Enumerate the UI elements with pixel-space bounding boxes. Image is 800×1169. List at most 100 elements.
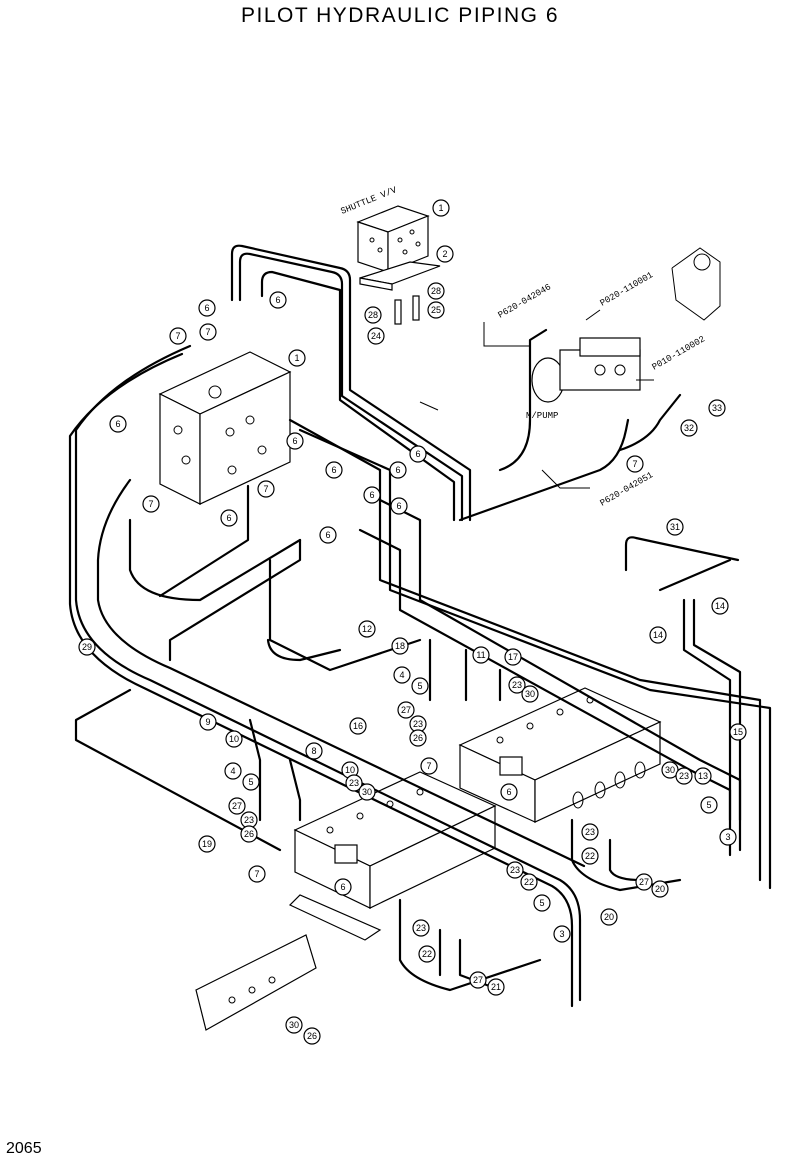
svg-text:7: 7 — [632, 459, 637, 469]
callout-7: 7 — [420, 757, 438, 775]
callout-6: 6 — [319, 526, 337, 544]
callout-33: 33 — [708, 399, 726, 417]
svg-text:10: 10 — [229, 734, 239, 744]
svg-text:6: 6 — [506, 787, 511, 797]
callout-18: 18 — [391, 637, 409, 655]
callout-23: 23 — [508, 676, 526, 694]
callout-26: 26 — [409, 729, 427, 747]
callout-29: 29 — [78, 638, 96, 656]
svg-text:23: 23 — [585, 827, 595, 837]
pilot-block — [158, 351, 292, 505]
svg-text:29: 29 — [82, 642, 92, 652]
svg-text:33: 33 — [712, 403, 722, 413]
callout-6: 6 — [409, 445, 427, 463]
svg-text:6: 6 — [204, 303, 209, 313]
callout-6: 6 — [109, 415, 127, 433]
svg-text:21: 21 — [491, 982, 501, 992]
page-title: PILOT HYDRAULIC PIPING 6 — [240, 4, 560, 27]
svg-text:6: 6 — [115, 419, 120, 429]
svg-text:31: 31 — [670, 522, 680, 532]
svg-text:17: 17 — [508, 652, 518, 662]
callout-4: 4 — [393, 666, 411, 684]
svg-text:6: 6 — [369, 490, 374, 500]
svg-text:18: 18 — [395, 641, 405, 651]
svg-text:26: 26 — [307, 1031, 317, 1041]
callout-12: 12 — [358, 620, 376, 638]
callout-7: 7 — [248, 865, 266, 883]
svg-text:3: 3 — [559, 929, 564, 939]
svg-text:11: 11 — [476, 650, 485, 660]
callout-28: 28 — [364, 306, 382, 324]
callout-5: 5 — [411, 677, 429, 695]
callout-6: 6 — [198, 299, 216, 317]
svg-text:23: 23 — [416, 923, 426, 933]
svg-text:6: 6 — [331, 465, 336, 475]
svg-text:22: 22 — [524, 877, 534, 887]
part-number-p620-042046: P620-042046 — [497, 282, 553, 320]
callout-2: 2 — [436, 245, 454, 263]
svg-text:2: 2 — [442, 249, 447, 259]
svg-text:23: 23 — [512, 680, 522, 690]
svg-text:7: 7 — [175, 331, 180, 341]
callout-30: 30 — [285, 1016, 303, 1034]
svg-text:30: 30 — [362, 787, 372, 797]
svg-text:15: 15 — [733, 727, 743, 737]
svg-text:9: 9 — [205, 717, 210, 727]
callout-6: 6 — [500, 783, 518, 801]
svg-text:19: 19 — [202, 839, 212, 849]
shuttle-bracket — [359, 261, 441, 291]
svg-text:7: 7 — [263, 484, 268, 494]
svg-text:7: 7 — [254, 869, 259, 879]
leader-lines — [419, 309, 654, 489]
svg-text:6: 6 — [325, 530, 330, 540]
svg-text:7: 7 — [205, 327, 210, 337]
svg-text:24: 24 — [371, 331, 381, 341]
callout-9: 9 — [199, 713, 217, 731]
svg-text:27: 27 — [473, 975, 483, 985]
shuttle-valve — [356, 205, 430, 273]
callout-6: 6 — [334, 878, 352, 896]
callout-32: 32 — [680, 419, 698, 437]
svg-text:23: 23 — [679, 771, 689, 781]
svg-text:16: 16 — [353, 721, 363, 731]
svg-text:23: 23 — [510, 865, 520, 875]
svg-text:6: 6 — [292, 436, 297, 446]
part-number-p020-110001: P020-110001 — [599, 270, 655, 308]
callout-6: 6 — [390, 497, 408, 515]
callout-1: 1 — [288, 349, 306, 367]
callout-3: 3 — [719, 828, 737, 846]
svg-text:5: 5 — [539, 898, 544, 908]
callout-27: 27 — [397, 701, 415, 719]
svg-text:28: 28 — [431, 286, 441, 296]
svg-text:20: 20 — [604, 912, 614, 922]
part-number-p620-042051: P620-042051 — [599, 470, 655, 508]
svg-text:5: 5 — [706, 800, 711, 810]
bracket-plate — [195, 934, 317, 1031]
svg-text:30: 30 — [665, 765, 675, 775]
callout-23: 23 — [412, 919, 430, 937]
callout-5: 5 — [242, 773, 260, 791]
svg-text:1: 1 — [294, 353, 299, 363]
callout-5: 5 — [700, 796, 718, 814]
svg-text:30: 30 — [289, 1020, 299, 1030]
callout-19: 19 — [198, 835, 216, 853]
svg-text:27: 27 — [401, 705, 411, 715]
callout-30: 30 — [521, 685, 539, 703]
callout-23: 23 — [581, 823, 599, 841]
callout-27: 27 — [635, 873, 653, 891]
callout-4: 4 — [224, 762, 242, 780]
svg-text:6: 6 — [275, 295, 280, 305]
svg-text:5: 5 — [248, 777, 253, 787]
svg-text:30: 30 — [525, 689, 535, 699]
callout-28: 28 — [427, 282, 445, 300]
callout-7: 7 — [169, 327, 187, 345]
svg-text:6: 6 — [226, 513, 231, 523]
callout-20: 20 — [651, 880, 669, 898]
main-pump — [531, 247, 721, 403]
callout-7: 7 — [199, 323, 217, 341]
svg-text:27: 27 — [639, 877, 649, 887]
svg-text:32: 32 — [684, 423, 694, 433]
svg-text:3: 3 — [725, 832, 730, 842]
svg-text:23: 23 — [349, 778, 359, 788]
callout-1: 1 — [432, 199, 450, 217]
